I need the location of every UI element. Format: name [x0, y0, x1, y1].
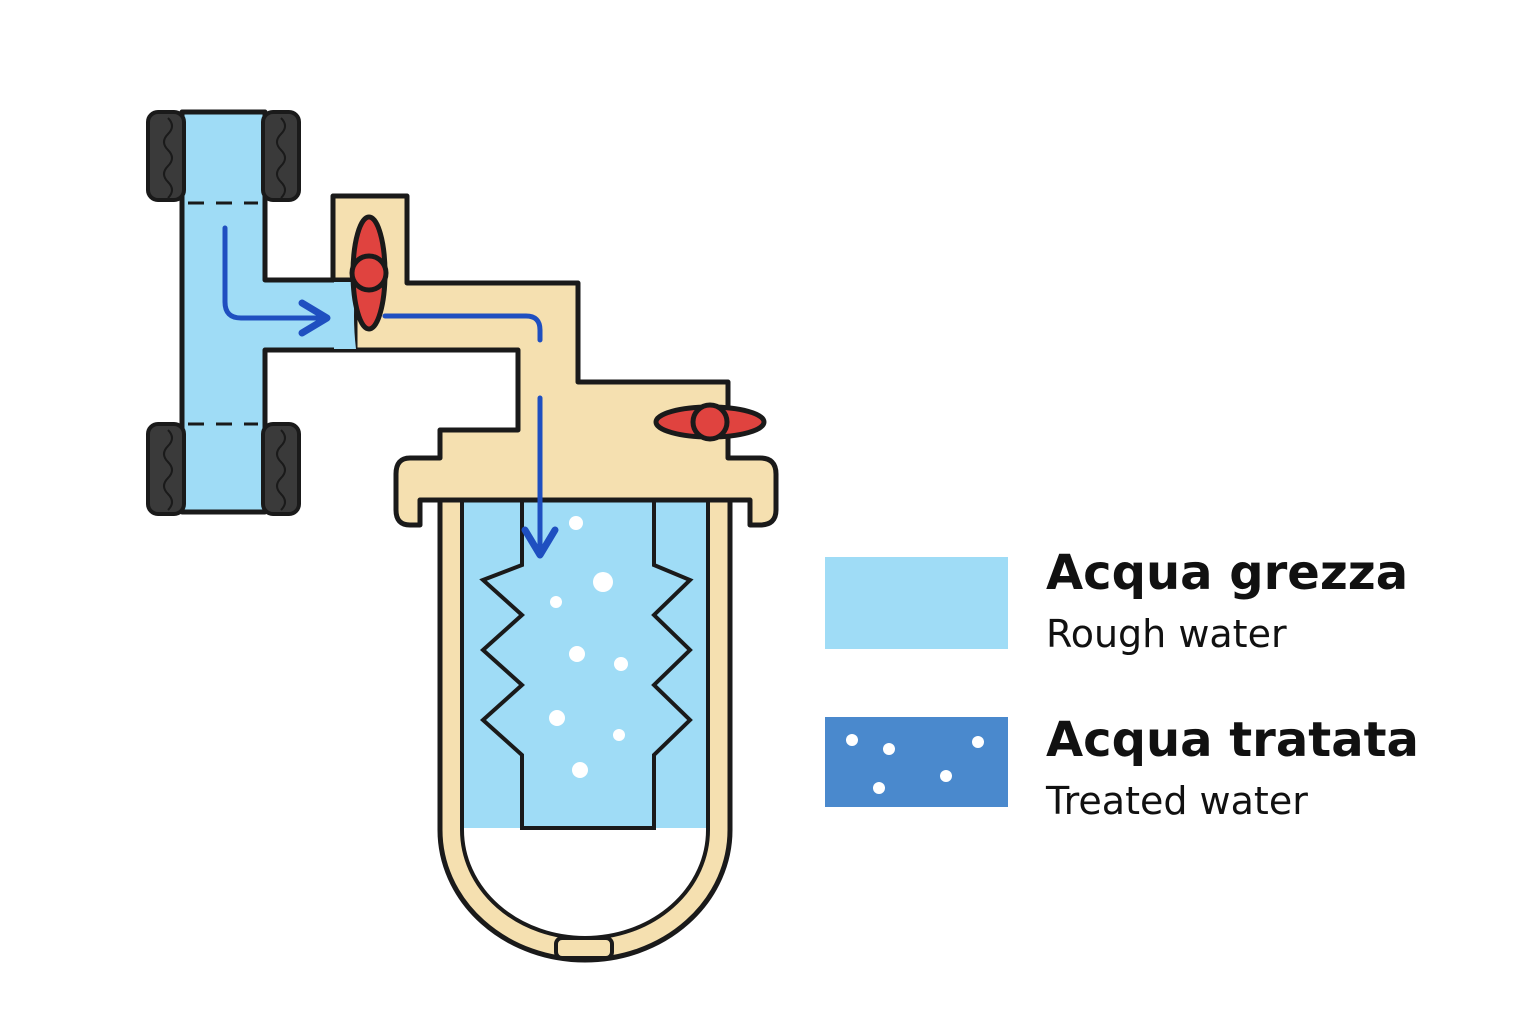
legend-swatch-raw [825, 557, 1008, 649]
pipe-union-icon [146, 422, 301, 516]
valve-handle-icon[interactable] [349, 214, 389, 332]
filter-bowl [437, 497, 733, 963]
bubbles [549, 516, 628, 778]
legend-raw-label-it: Acqua grezza [1046, 545, 1409, 601]
flow-arrow-icon [222, 225, 331, 337]
legend-raw-label-en: Rough water [1046, 612, 1287, 656]
flow-path-line [382, 313, 543, 343]
filter-head [330, 193, 779, 528]
filter-cartridge [479, 500, 694, 830]
legend-treated-label-it: Acqua tratata [1046, 712, 1419, 768]
pipe-union-icon [146, 110, 301, 202]
legend-swatch-treated [825, 717, 1008, 807]
valve-handle-icon[interactable] [653, 402, 767, 442]
legend-treated-label-en: Treated water [1046, 779, 1308, 823]
